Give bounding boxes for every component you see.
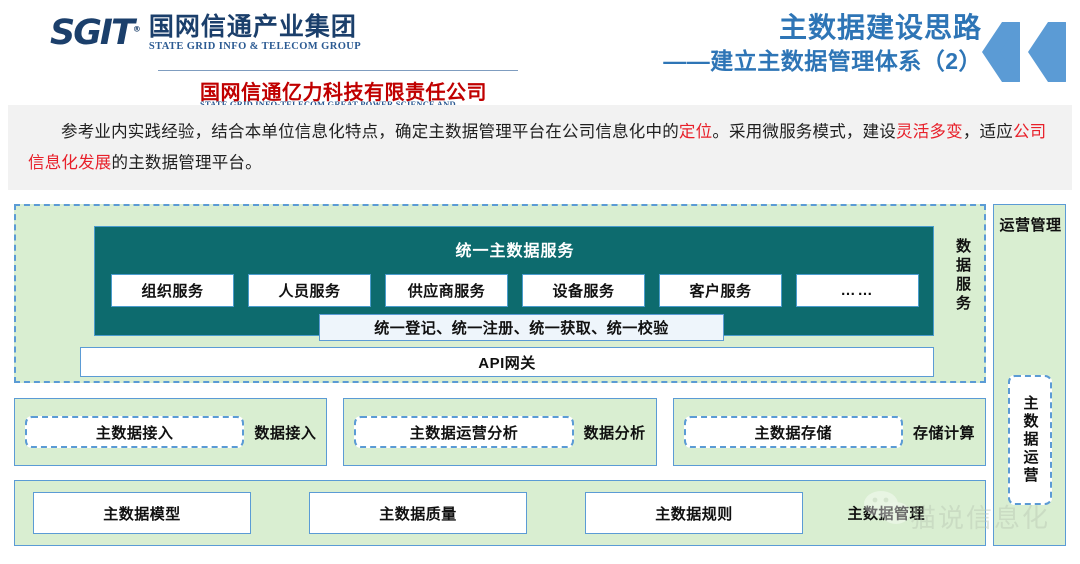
management-row: 主数据模型 主数据质量 主数据规则 主数据管理 — [14, 480, 986, 546]
company-logo: SGIT® 国网信通产业集团 STATE GRID INFO & TELECOM… — [50, 13, 520, 119]
capability-card-storage: 主数据存储 存储计算 — [672, 398, 986, 466]
intro-panel: 参考业内实践经验，结合本单位信息化特点，确定主数据管理平台在公司信息化中的定位。… — [8, 105, 1072, 190]
intro-seg-2: 。采用微服务模式，建设 — [712, 123, 897, 141]
double-chevron-left-icon — [982, 22, 1066, 82]
management-row-tag: 主数据管理 — [847, 505, 925, 523]
intro-seg-4: 的主数据管理平台。 — [111, 154, 262, 172]
intro-highlight-3: 公司信息化发展 — [28, 123, 1047, 172]
service-chip-customer[interactable]: 客户服务 — [659, 274, 782, 307]
unified-operations-bar: 统一登记、统一注册、统一获取、统一校验 — [319, 314, 724, 341]
intro-seg-3: ，适应 — [962, 123, 1013, 141]
operations-column-title: 运营管理 — [999, 217, 1062, 234]
service-chip-person[interactable]: 人员服务 — [248, 274, 371, 307]
intro-highlight-2: 灵活多变 — [896, 123, 963, 141]
logo-chinese-name-primary: 国网信通产业集团 — [148, 13, 357, 41]
data-service-side-label: 数据服务 — [954, 238, 971, 314]
service-chip-equipment[interactable]: 设备服务 — [522, 274, 645, 307]
capability-tag-storage: 存储计算 — [912, 424, 975, 442]
operations-management-column: 运营管理 主数据运营 — [993, 204, 1066, 546]
logo-english-name-primary: STATE GRID INFO & TELECOM GROUP — [148, 41, 362, 53]
intro-paragraph: 参考业内实践经验，结合本单位信息化特点，确定主数据管理平台在公司信息化中的定位。… — [28, 117, 1052, 179]
capability-card-analysis: 主数据运营分析 数据分析 — [343, 398, 657, 466]
capability-box-ingest[interactable]: 主数据接入 — [25, 416, 245, 448]
capability-tag-ingest: 数据接入 — [254, 424, 317, 442]
service-chip-more[interactable]: …… — [796, 274, 919, 307]
service-chip-org[interactable]: 组织服务 — [111, 274, 234, 307]
architecture-diagram: 统一主数据服务 组织服务 人员服务 供应商服务 设备服务 客户服务 …… 统一登… — [0, 198, 1080, 564]
capability-row: 主数据接入 数据接入 主数据运营分析 数据分析 主数据存储 存储计算 — [14, 398, 986, 466]
band-title: 统一主数据服务 — [455, 243, 575, 260]
sgit-letters: SGIT — [50, 13, 135, 53]
management-box-rules[interactable]: 主数据规则 — [585, 492, 803, 534]
management-box-quality[interactable]: 主数据质量 — [309, 492, 527, 534]
logo-chinese-name-secondary: 国网信通亿力科技有限责任公司 — [200, 82, 487, 104]
page-title: 主数据建设思路 ——建立主数据管理体系（2） — [663, 12, 982, 76]
page-header: SGIT® 国网信通产业集团 STATE GRID INFO & TELECOM… — [0, 0, 1080, 119]
management-box-model[interactable]: 主数据模型 — [33, 492, 251, 534]
intro-seg-1: 参考业内实践经验，结合本单位信息化特点，确定主数据管理平台在公司信息化中的 — [61, 123, 679, 141]
capability-box-analysis[interactable]: 主数据运营分析 — [354, 416, 574, 448]
capability-card-ingest: 主数据接入 数据接入 — [14, 398, 328, 466]
capability-tag-analysis: 数据分析 — [583, 424, 646, 442]
intro-highlight-1: 定位 — [678, 123, 713, 141]
registered-trademark-icon: ® — [132, 24, 141, 34]
logo-divider — [158, 70, 518, 71]
data-service-panel: 统一主数据服务 组织服务 人员服务 供应商服务 设备服务 客户服务 …… 统一登… — [14, 204, 986, 383]
service-chip-supplier[interactable]: 供应商服务 — [385, 274, 508, 307]
title-subtitle: ——建立主数据管理体系（2） — [663, 48, 982, 75]
capability-box-storage[interactable]: 主数据存储 — [683, 416, 903, 448]
sgit-wordmark: SGIT® — [50, 13, 141, 53]
api-gateway-bar: API网关 — [80, 347, 934, 377]
title-main: 主数据建设思路 — [778, 12, 982, 43]
service-chip-row: 组织服务 人员服务 供应商服务 设备服务 客户服务 …… — [111, 274, 919, 307]
operations-column-box[interactable]: 主数据运营 — [1008, 375, 1052, 505]
